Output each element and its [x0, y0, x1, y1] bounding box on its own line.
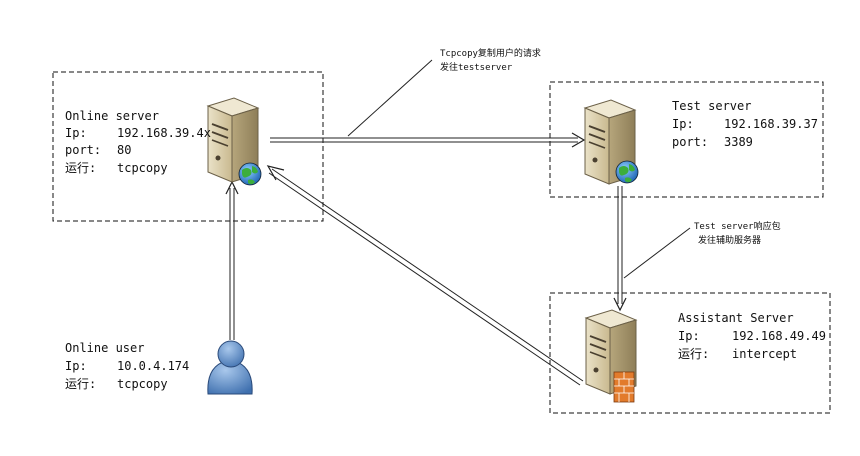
callout-response-line1: Test server响应包	[694, 220, 781, 232]
online-server-run-label: 运行:	[65, 161, 96, 175]
callout-tcpcopy-line1: Tcpcopy复制用户的请求	[440, 47, 541, 59]
user-icon	[207, 340, 253, 395]
arrow-user-to-online	[225, 180, 239, 340]
online-server-run-value: tcpcopy	[117, 161, 168, 175]
arrow-test-to-assistant	[613, 186, 627, 312]
assistant-server-ip-value: 192.168.49.49	[732, 329, 826, 343]
arrow-online-to-test	[270, 132, 586, 148]
test-server-ip-label: Ip:	[672, 117, 694, 131]
test-server-icon	[584, 99, 639, 185]
assistant-server-run-label: 运行:	[678, 347, 709, 361]
online-server-title: Online server	[65, 109, 159, 123]
assistant-server-icon	[585, 309, 637, 403]
test-server-title: Test server	[672, 99, 751, 113]
online-user-ip-label: Ip:	[65, 359, 87, 373]
test-server-port-value: 3389	[724, 135, 753, 149]
test-server-box	[549, 81, 824, 198]
test-server-port-label: port:	[672, 135, 708, 149]
online-user-ip-value: 10.0.4.174	[117, 359, 189, 373]
callout-tcpcopy-line2: 发往testserver	[440, 61, 513, 73]
arrow-assistant-to-online	[266, 165, 584, 386]
online-user-title: Online user	[65, 341, 144, 355]
callout-line-tcpcopy	[347, 59, 433, 137]
assistant-server-title: Assistant Server	[678, 311, 794, 325]
online-server-box	[52, 71, 324, 222]
globe-icon	[238, 162, 262, 186]
firewall-icon	[613, 371, 635, 403]
assistant-server-box	[549, 292, 831, 414]
online-server-icon	[207, 97, 262, 186]
callout-line-response	[623, 227, 691, 279]
globe-icon	[615, 160, 639, 184]
test-server-ip-value: 192.168.39.37	[724, 117, 818, 131]
online-server-port-value: 80	[117, 143, 131, 157]
online-server-ip-value: 192.168.39.4x	[117, 126, 211, 140]
callout-response-line2: 发往辅助服务器	[698, 234, 761, 246]
online-server-ip-label: Ip:	[65, 126, 87, 140]
online-user-run-value: tcpcopy	[117, 377, 168, 391]
assistant-server-ip-label: Ip:	[678, 329, 700, 343]
online-user-run-label: 运行:	[65, 377, 96, 391]
assistant-server-run-value: intercept	[732, 347, 797, 361]
online-server-port-label: port:	[65, 143, 101, 157]
